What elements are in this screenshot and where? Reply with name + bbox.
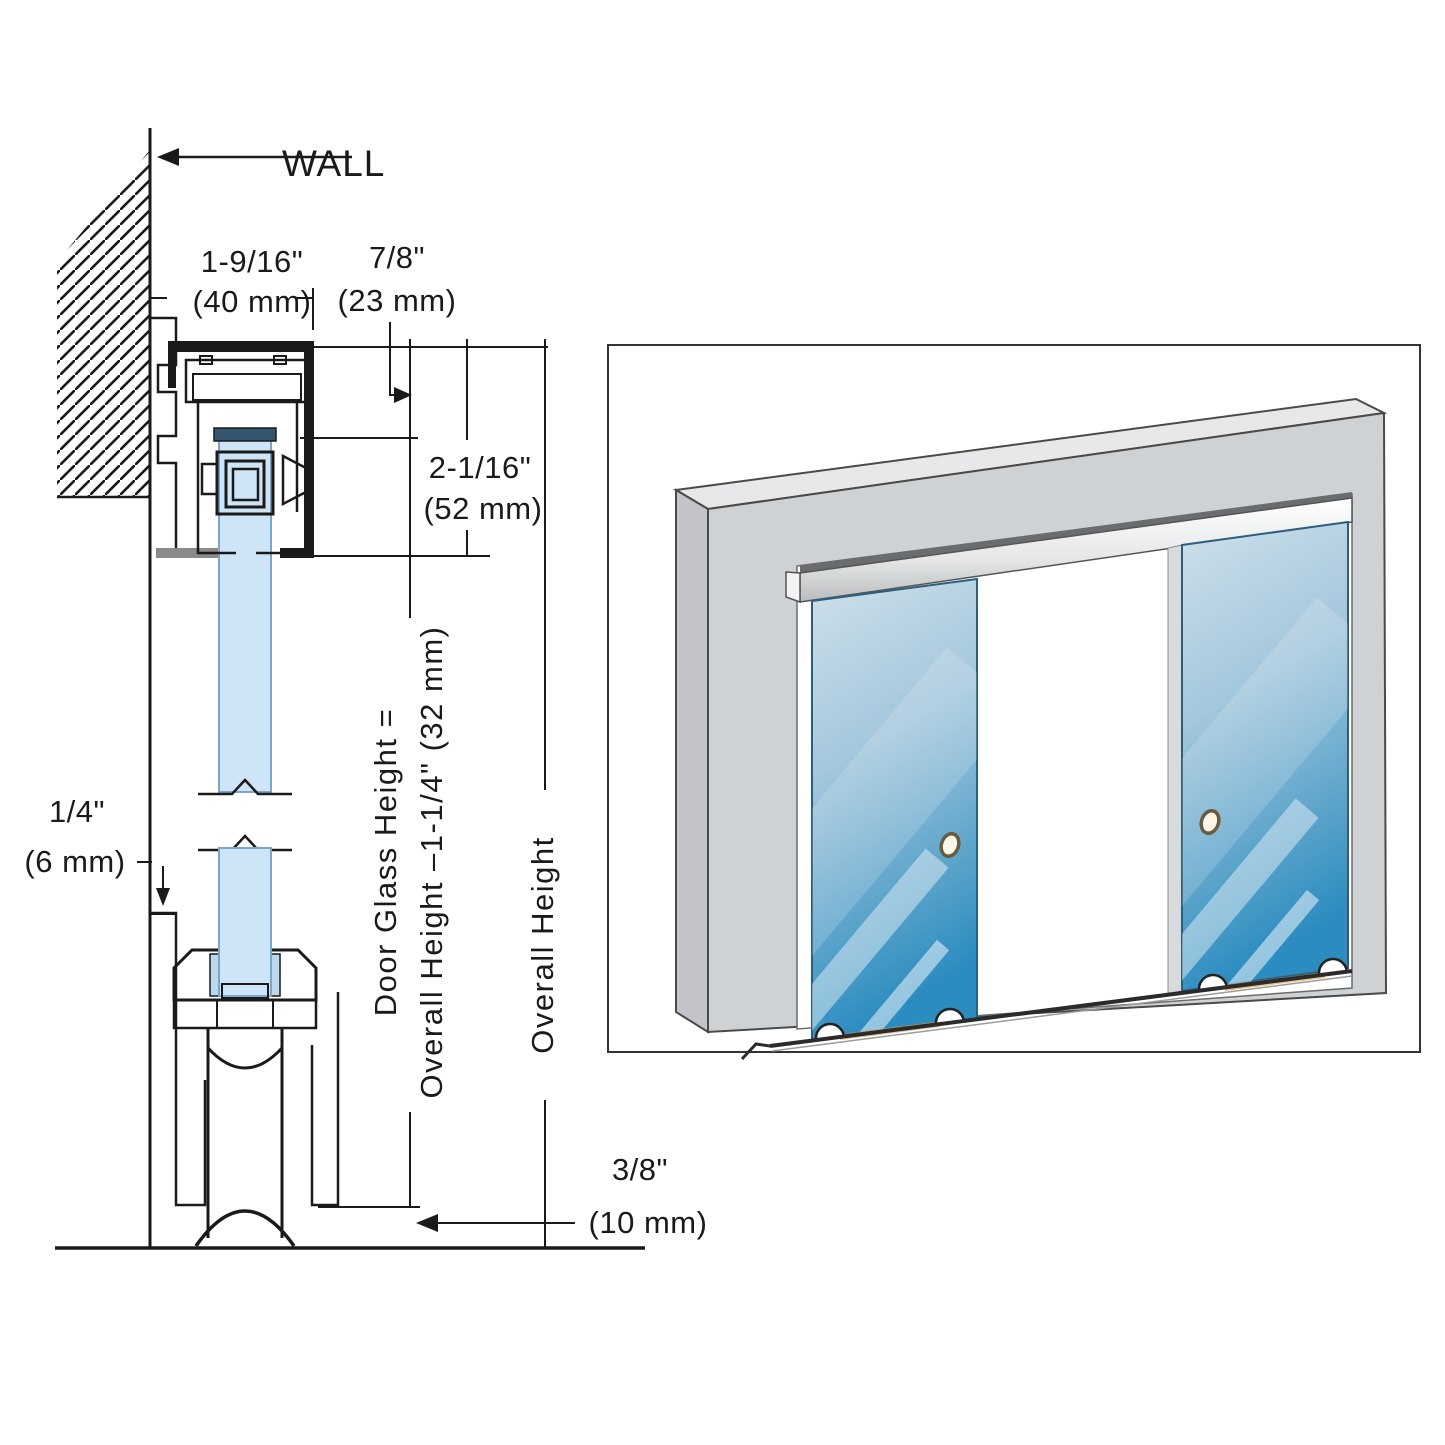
guide-rail-end-hook bbox=[740, 1042, 771, 1061]
arrow-left-icon bbox=[157, 148, 179, 166]
dimensions: 1-9/16" (40 mm) 7/8" (23 mm) bbox=[24, 240, 707, 1249]
floor-guide-left-leg bbox=[150, 911, 207, 1207]
glass-door-right-reflections bbox=[1182, 597, 1348, 991]
clamp-base-plate bbox=[221, 983, 269, 999]
cross-section-view: WALL bbox=[24, 128, 707, 1250]
track-top-bar bbox=[168, 341, 314, 352]
glass-clamp-cap bbox=[213, 427, 277, 442]
dimension-overall-height: Overall Height bbox=[525, 347, 560, 1249]
header-rail-end-cap bbox=[785, 571, 801, 604]
clamp-inner-square bbox=[231, 467, 260, 502]
dim-10mm-mm-label: (10 mm) bbox=[589, 1205, 708, 1240]
clamp-mid-square bbox=[224, 459, 266, 509]
clamp-band bbox=[172, 998, 318, 1030]
door-handle-right bbox=[1199, 809, 1221, 835]
glass-door-right-panel bbox=[1181, 520, 1349, 993]
track-extrusion-outer bbox=[184, 358, 310, 404]
arrow-left-icon bbox=[416, 1214, 438, 1232]
wall-side-face bbox=[675, 488, 709, 1034]
arrow-right-icon bbox=[394, 387, 412, 403]
door-glass-height-label-line2: Overall Height –1-1/4" (32 mm) bbox=[414, 626, 449, 1099]
dimension-23mm: 7/8" (23 mm) bbox=[338, 240, 457, 403]
wheel-top-curve bbox=[206, 1046, 284, 1070]
dim-6mm-mm-label: (6 mm) bbox=[24, 844, 125, 879]
dimension-10mm: 3/8" (10 mm) bbox=[416, 1152, 707, 1240]
clamp-outer-square bbox=[215, 450, 275, 516]
carriage-left-tab bbox=[200, 462, 219, 496]
guide-rail-shadow bbox=[771, 975, 1353, 1052]
dim-23mm-mm-label: (23 mm) bbox=[338, 283, 457, 318]
wall-bracket-profile bbox=[150, 316, 178, 548]
track-notch-right bbox=[273, 355, 287, 365]
bottom-guide-rail bbox=[740, 969, 1353, 1061]
track-extrusion-inner bbox=[192, 373, 302, 401]
dim-40mm-mm-label: (40 mm) bbox=[193, 284, 312, 319]
carriage-right-wedge bbox=[281, 453, 308, 507]
glass-panel-upper bbox=[218, 429, 272, 793]
track-right-bar bbox=[304, 341, 314, 557]
glass-door-left bbox=[811, 577, 978, 1042]
dimension-40mm: 1-9/16" (40 mm) bbox=[150, 244, 314, 330]
dimension-6mm: 1/4" (6 mm) bbox=[24, 794, 176, 915]
dim-52mm-inch-label: 2-1/16" bbox=[429, 450, 531, 485]
arrow-down-icon bbox=[156, 888, 170, 906]
wheel-bottom-arc bbox=[194, 1209, 296, 1248]
dim-40mm-inch-label: 1-9/16" bbox=[201, 244, 303, 279]
door-glass-height-label-line1: Door Glass Height = bbox=[368, 708, 403, 1016]
dim-23mm-leader bbox=[389, 322, 398, 396]
dimension-52mm: 2-1/16" (52 mm) bbox=[314, 347, 543, 557]
overall-height-label: Overall Height bbox=[525, 836, 560, 1053]
isometric-elevation-view bbox=[607, 344, 1421, 1061]
guide-rail-line bbox=[769, 969, 1353, 1048]
sill-gray-left bbox=[156, 548, 230, 558]
track-notch-left bbox=[199, 355, 213, 365]
dim-52mm-mm-label: (52 mm) bbox=[424, 491, 543, 526]
dimension-door-glass-height: Door Glass Height = Overall Height –1-1/… bbox=[300, 347, 449, 1208]
door-handle-left bbox=[939, 832, 961, 858]
dim-10mm-inch-label: 3/8" bbox=[612, 1152, 668, 1187]
glass-break-upper bbox=[198, 778, 292, 796]
wall-label: WALL bbox=[282, 143, 385, 184]
carriage-left-wall bbox=[196, 402, 236, 555]
floor-guide-right-leg bbox=[310, 992, 340, 1207]
glass-door-left-reflections bbox=[812, 647, 977, 1040]
roller-carriage bbox=[196, 402, 308, 555]
dim-6mm-inch-label: 1/4" bbox=[49, 794, 105, 829]
right-jamb-strip bbox=[1167, 544, 1183, 995]
wall-hatch-area bbox=[57, 150, 150, 497]
bottom-roller-assembly bbox=[150, 847, 340, 1248]
dim-23mm-inch-label: 7/8" bbox=[369, 240, 425, 275]
glass-panel-lower bbox=[218, 847, 272, 997]
